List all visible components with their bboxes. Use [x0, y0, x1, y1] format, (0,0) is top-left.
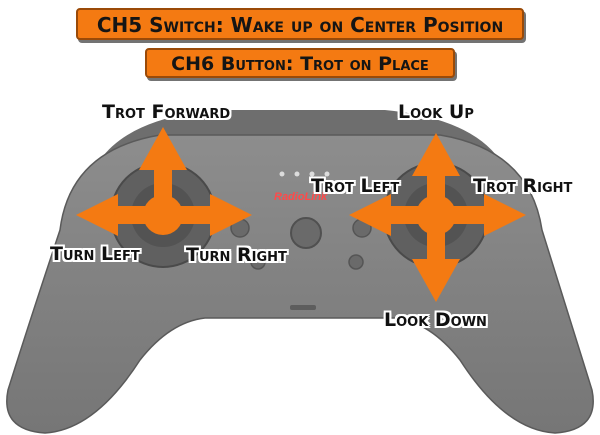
bottom-slot — [290, 305, 316, 310]
label-trot-forward: Trot Forward — [102, 101, 231, 123]
button-lower-left — [250, 254, 266, 270]
led-2 — [294, 171, 300, 177]
label-turn-left: Turn Left — [50, 243, 140, 265]
label-look-down: Look Down — [384, 309, 487, 331]
ch6-banner: CH6 Button: Trot on Place — [145, 48, 455, 78]
label-turn-right: Turn Right — [186, 244, 287, 266]
led-4 — [324, 171, 330, 177]
center-button — [290, 217, 322, 249]
led-1 — [279, 171, 285, 177]
button-lower-right — [348, 254, 364, 270]
label-trot-left: Trot Left — [311, 175, 400, 197]
label-trot-right: Trot Right — [473, 175, 573, 197]
right-direction-arrows — [349, 133, 526, 302]
gamepad-brand-logo: RadioLink — [274, 191, 328, 203]
led-3 — [309, 171, 315, 177]
label-look-up: Look Up — [398, 101, 474, 123]
left-direction-arrows — [76, 127, 252, 236]
ch5-banner: CH5 Switch: Wake up on Center Position — [76, 8, 524, 40]
